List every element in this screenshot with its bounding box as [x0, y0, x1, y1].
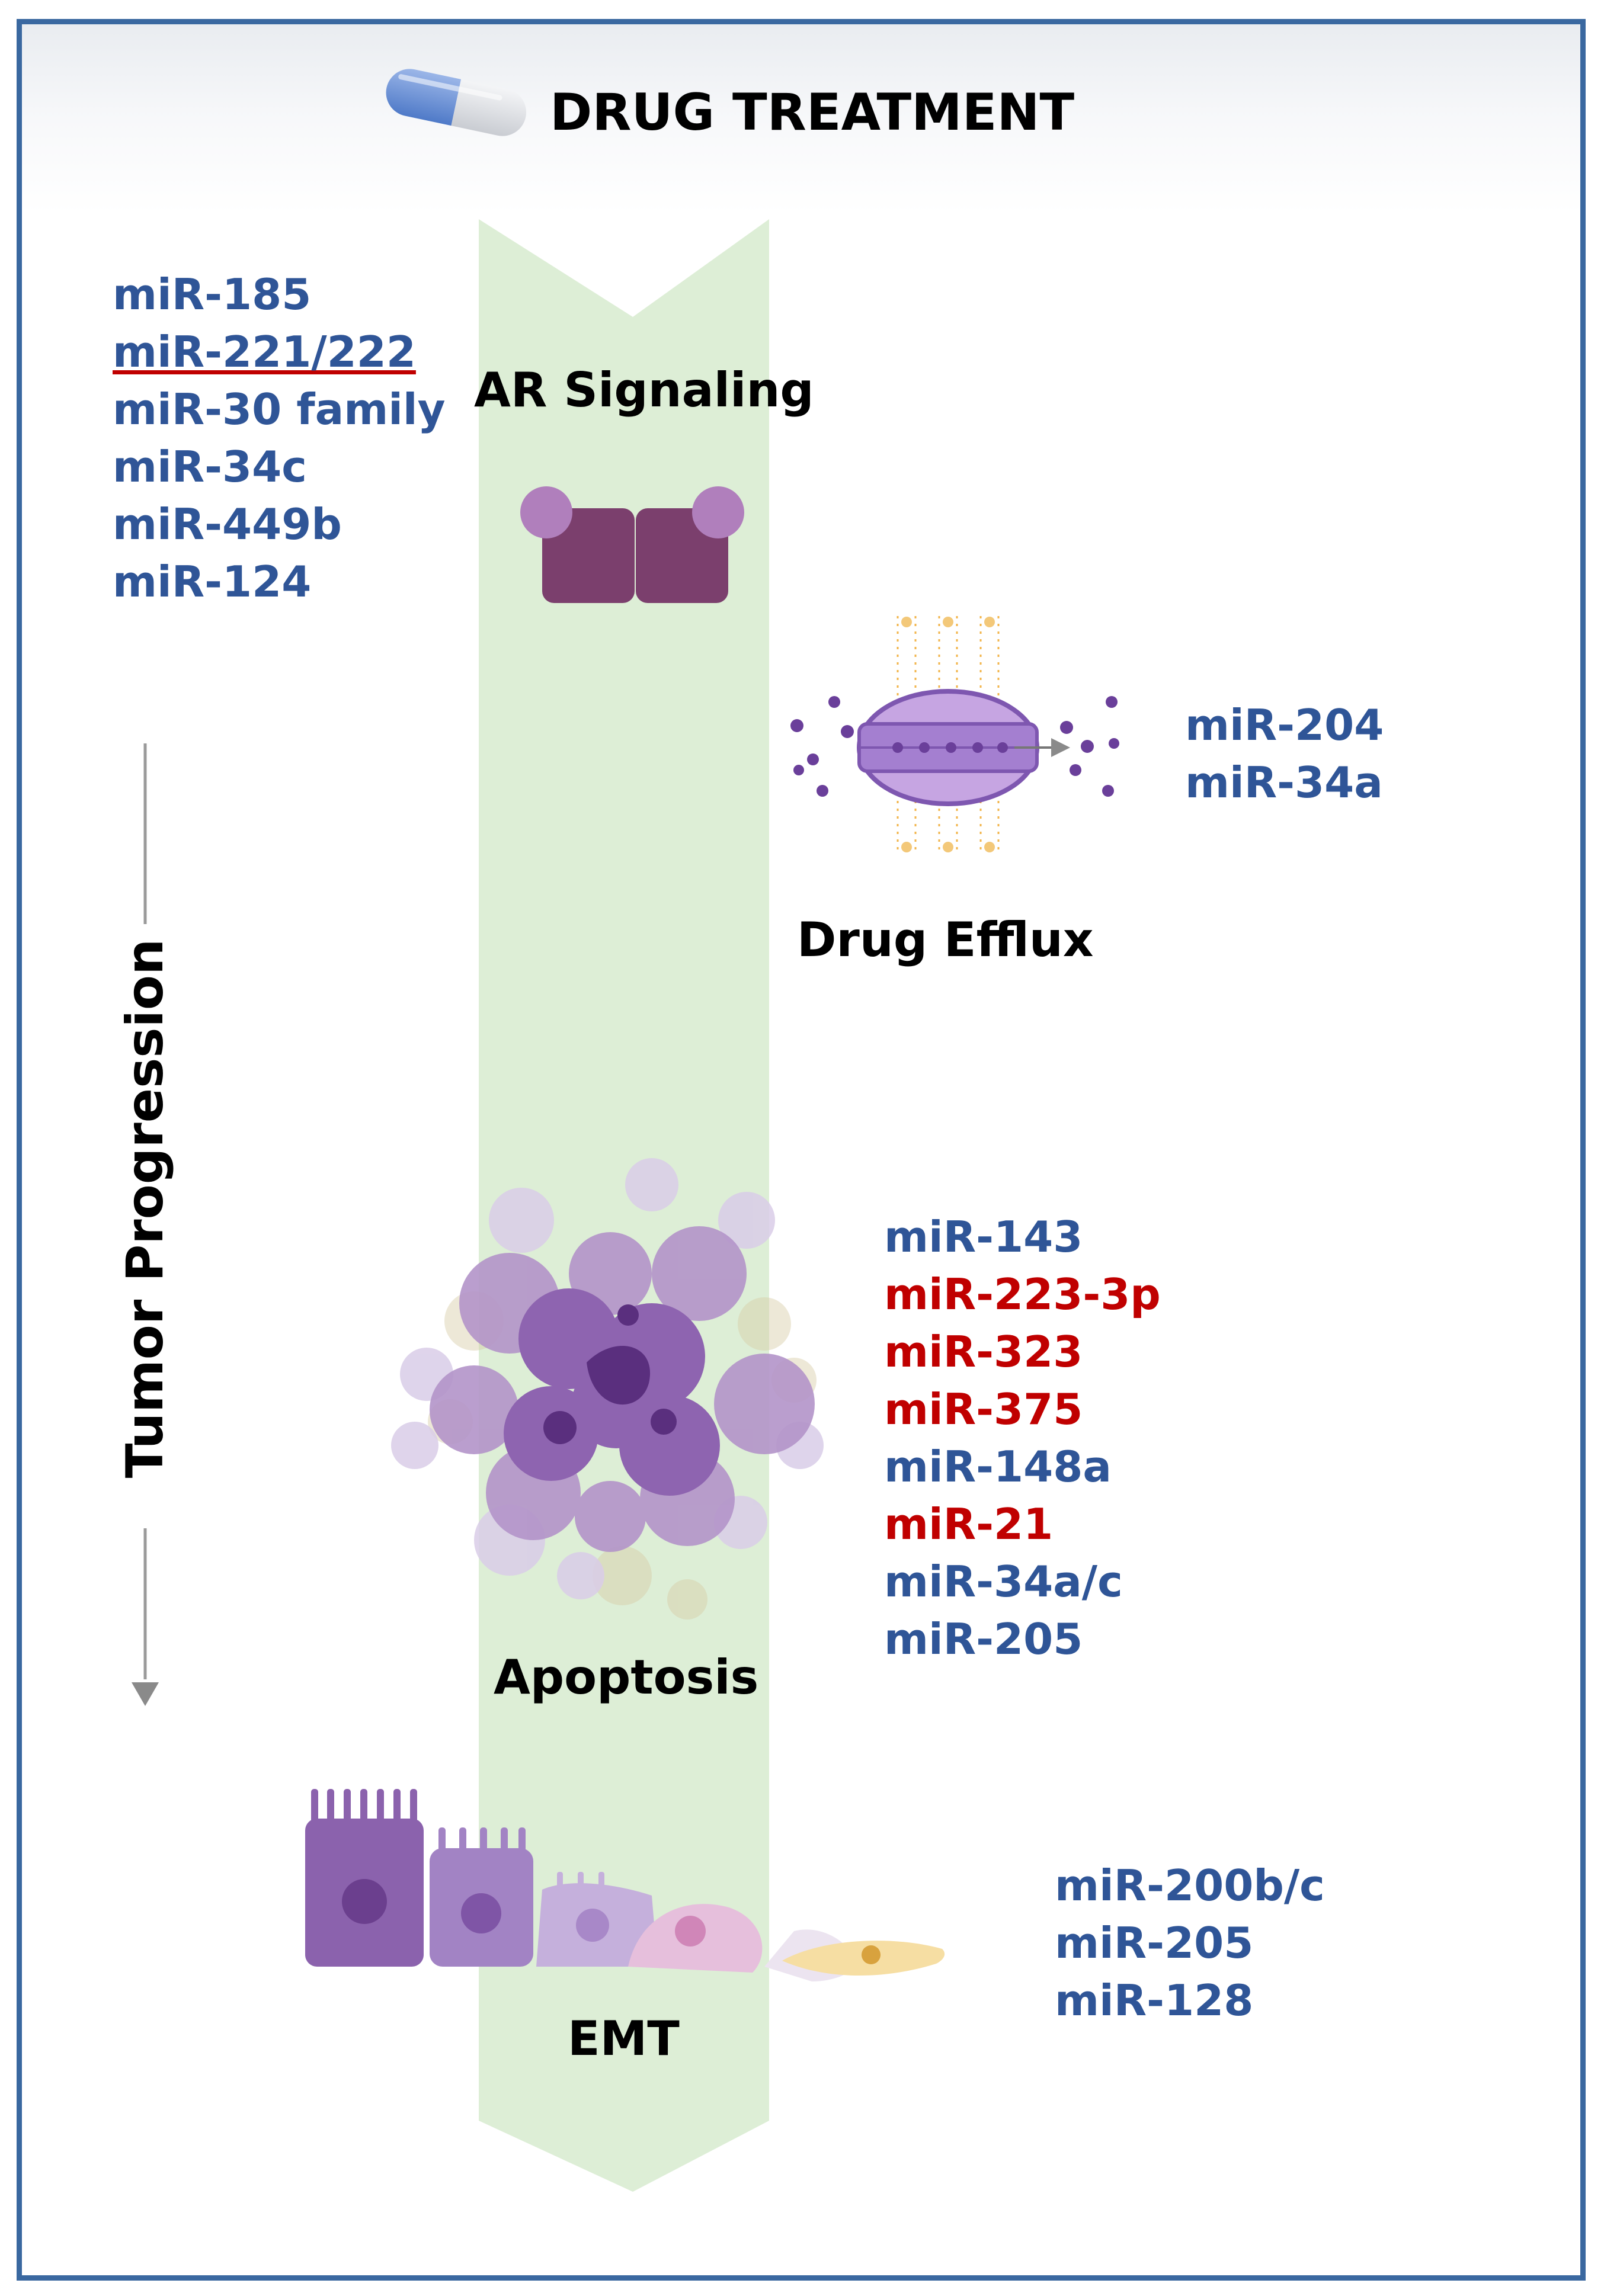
emt-cell-transition-icon	[305, 1789, 945, 1981]
mirna-label: miR-323	[884, 1327, 1083, 1377]
stage-label-drug-efflux: Drug Efflux	[797, 912, 1094, 967]
mirna-label: miR-21	[884, 1499, 1054, 1549]
mirna-label: miR-30 family	[113, 384, 446, 434]
mirna-label: miR-124	[113, 557, 312, 607]
mirna-label: miR-375	[884, 1384, 1083, 1434]
pill-capsule-icon	[386, 69, 526, 136]
mirna-label: miR-128	[1055, 1976, 1254, 2025]
mirna-label: miR-205	[884, 1614, 1083, 1664]
mirna-label: miR-221/222	[113, 327, 416, 377]
mirna-list-apoptosis: miR-143 miR-223-3p miR-323 miR-375 miR-1…	[884, 1208, 1161, 1668]
mirna-label: miR-34c	[113, 442, 307, 492]
mirna-label: miR-223-3p	[884, 1269, 1161, 1319]
mirna-label: miR-204	[1185, 700, 1384, 750]
progression-arrow-band	[479, 219, 769, 2192]
stage-label-ar-signaling: AR Signaling	[474, 363, 814, 418]
mirna-label: miR-143	[884, 1212, 1083, 1262]
stage-label-apoptosis: Apoptosis	[494, 1650, 759, 1705]
mirna-label: miR-205	[1055, 1918, 1254, 1968]
mirna-label: miR-148a	[884, 1442, 1112, 1492]
mirna-label: miR-449b	[113, 499, 342, 549]
androgen-receptor-dimer-icon	[520, 486, 744, 603]
mirna-list-ar-signaling: miR-185 miR-221/222 miR-30 family miR-34…	[113, 266, 446, 611]
mirna-label: miR-34a	[1185, 758, 1383, 807]
mirna-label: miR-200b/c	[1055, 1861, 1325, 1910]
apoptotic-cell-cluster-icon	[391, 1158, 824, 1620]
mirna-label: miR-34a/c	[884, 1557, 1123, 1606]
stage-label-emt: EMT	[568, 2011, 680, 2066]
page-title: DRUG TREATMENT	[550, 83, 1075, 142]
figure-frame	[17, 19, 1586, 2281]
tumor-progression-label: Tumor Progression	[116, 938, 175, 1479]
membrane-efflux-pump-icon	[790, 616, 1119, 853]
mirna-list-emt: miR-200b/c miR-205 miR-128	[1055, 1857, 1325, 2029]
mirna-list-drug-efflux: miR-204 miR-34a	[1185, 697, 1384, 812]
mirna-label: miR-185	[113, 270, 312, 319]
tumor-progression-arrow	[132, 743, 159, 1706]
